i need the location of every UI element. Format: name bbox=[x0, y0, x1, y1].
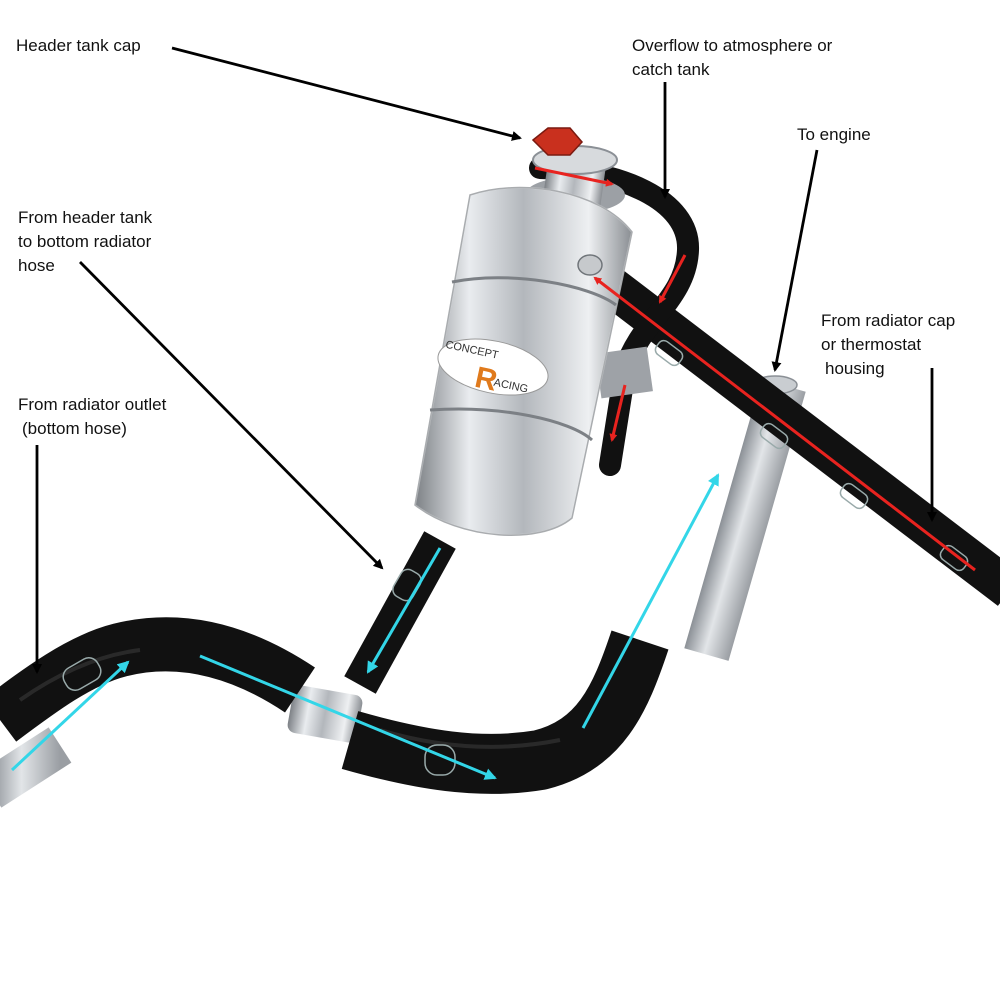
label-header-to-bottom-line2: to bottom radiator bbox=[18, 232, 152, 251]
label-overflow-line1: Overflow to atmosphere or bbox=[632, 36, 833, 55]
concept-racing-logo: CONCEPT R ACING bbox=[437, 338, 549, 398]
pointer-header-cap bbox=[171, 46, 522, 141]
label-radiator-cap-line3: housing bbox=[825, 359, 885, 378]
flow-arrow-to-engine bbox=[581, 473, 720, 729]
pointer-to-engine bbox=[771, 149, 819, 372]
flow-arrow-bottom-hose bbox=[199, 654, 497, 780]
label-to-engine: To engine bbox=[797, 125, 871, 144]
label-header-to-bottom-line1: From header tank bbox=[18, 208, 153, 227]
label-radiator-cap-line2: or thermostat bbox=[821, 335, 922, 354]
cyan-flow-arrows bbox=[10, 473, 720, 780]
label-radiator-outlet-line2: (bottom hose) bbox=[22, 419, 127, 438]
flow-arrow-overflow-3 bbox=[609, 384, 627, 442]
bottom-hose bbox=[0, 617, 669, 794]
pointer-arrows bbox=[32, 46, 937, 674]
label-header-to-bottom: From header tank to bottom radiator hose bbox=[18, 206, 152, 278]
pointer-header-to-bottom bbox=[79, 261, 384, 570]
tank-cap-icon bbox=[531, 127, 584, 156]
flow-arrow-outlet bbox=[10, 660, 130, 772]
flow-arrow-radiator-cap bbox=[593, 276, 976, 572]
label-radiator-outlet: From radiator outlet (bottom hose) bbox=[18, 393, 166, 441]
label-radiator-outlet-line1: From radiator outlet bbox=[18, 395, 167, 414]
label-radiator-cap: From radiator cap or thermostat housing bbox=[821, 309, 955, 381]
flow-arrow-overflow-1 bbox=[534, 166, 614, 187]
flow-arrow-overflow-2 bbox=[658, 254, 687, 304]
hose-brand-marks bbox=[62, 339, 969, 776]
label-header-to-bottom-line3: hose bbox=[18, 256, 55, 275]
label-overflow-line2: catch tank bbox=[632, 60, 710, 79]
flow-arrow-header-tank bbox=[366, 547, 442, 674]
overflow-hose bbox=[529, 157, 699, 476]
label-radiator-cap-line1: From radiator cap bbox=[821, 311, 956, 330]
outlet-pipe bbox=[0, 727, 72, 808]
engine-pipe bbox=[684, 379, 806, 661]
label-header-tank-cap: Header tank cap bbox=[16, 36, 141, 55]
red-flow-arrows bbox=[534, 166, 976, 572]
label-overflow: Overflow to atmosphere or catch tank bbox=[632, 34, 832, 82]
header-tank-icon: CONCEPT R ACING bbox=[413, 127, 653, 537]
